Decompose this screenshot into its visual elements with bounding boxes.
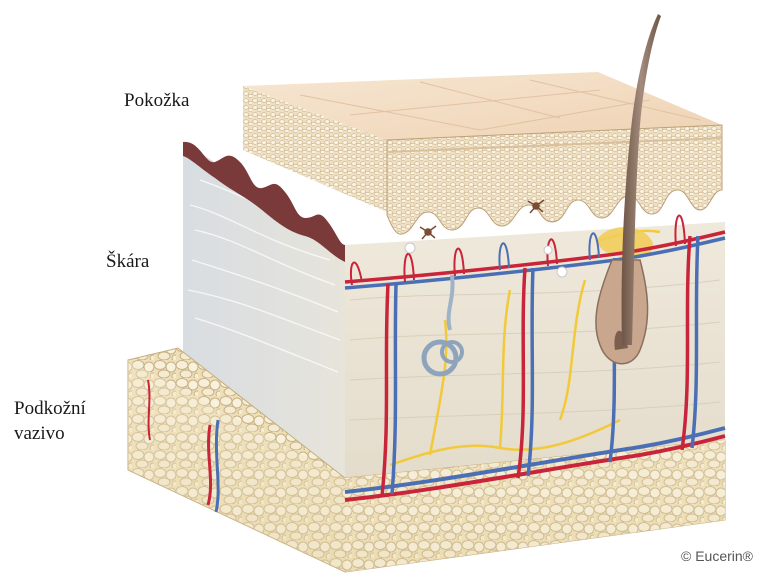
- label-subcutis-line2: vazivo: [14, 421, 86, 446]
- subcutis-artery-small: [148, 380, 150, 440]
- label-epidermis: Pokožka: [124, 88, 189, 113]
- label-subcutis: Podkožní vazivo: [14, 396, 86, 446]
- subcutis-vein: [216, 420, 218, 512]
- label-dermis: Škára: [106, 249, 149, 274]
- epidermis-front-face: [387, 125, 722, 234]
- copyright-text: © Eucerin®: [681, 548, 753, 564]
- label-subcutis-line1: Podkožní: [14, 396, 86, 421]
